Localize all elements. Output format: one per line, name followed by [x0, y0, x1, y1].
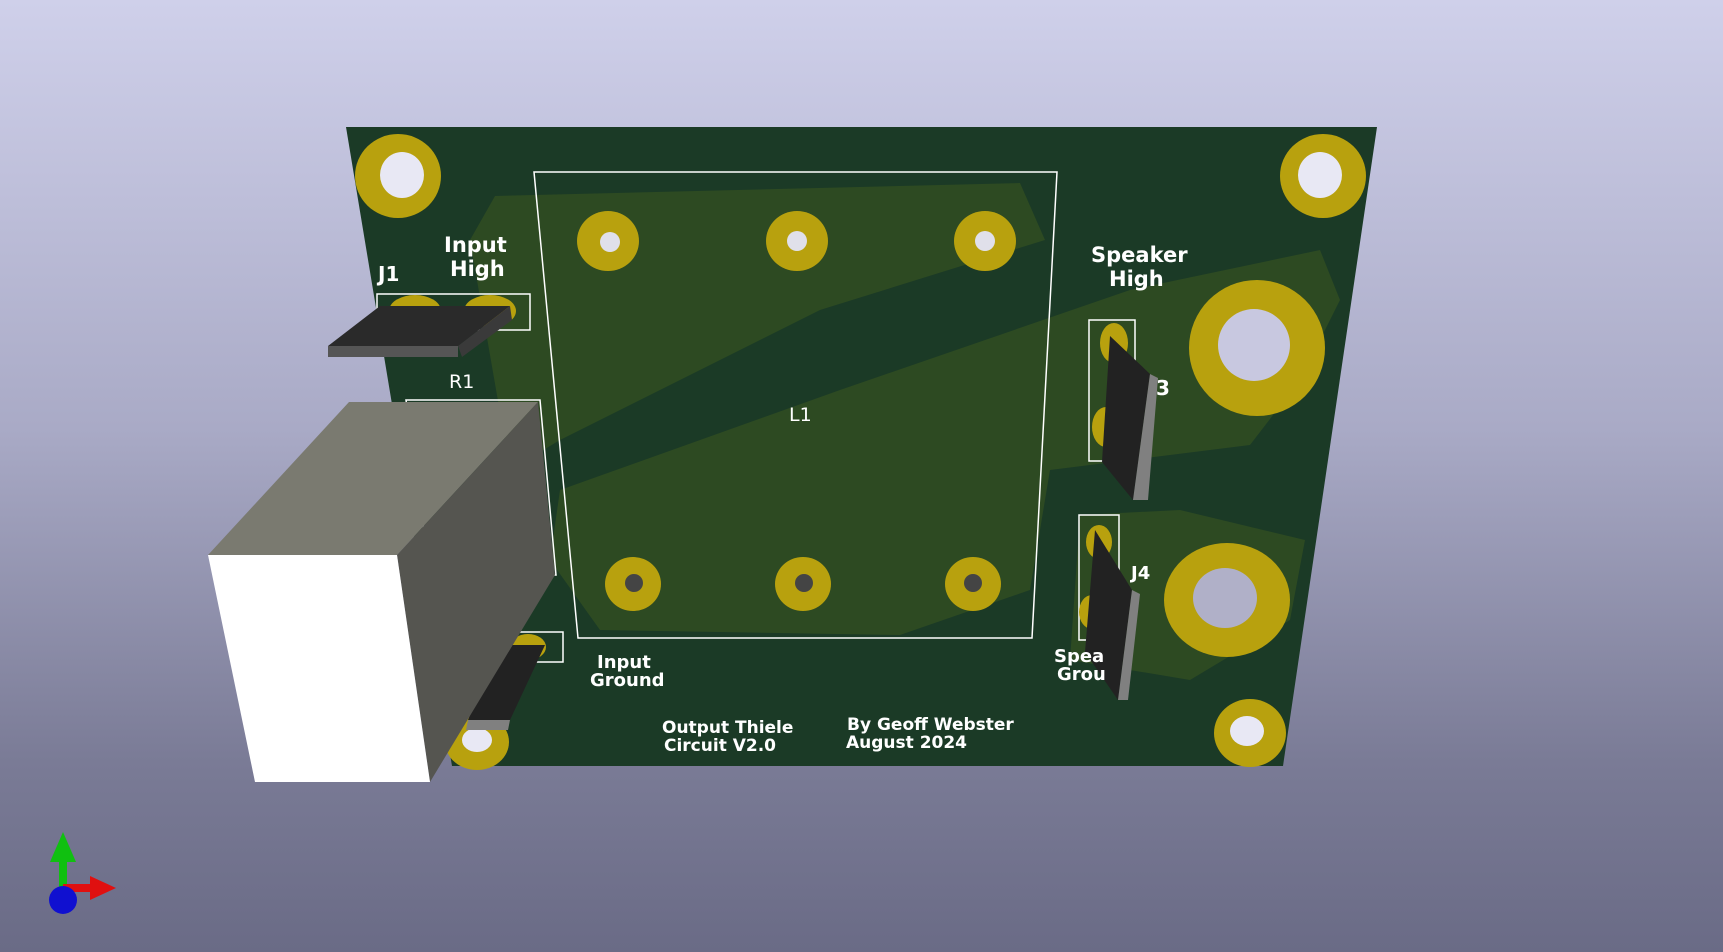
speaker-ground-label-line1: Spea	[1054, 646, 1104, 667]
l1-pad	[577, 211, 639, 271]
l1-label: L1	[789, 404, 812, 426]
input-high-label-line2: High	[450, 257, 505, 281]
copper-pour-middle	[550, 250, 1340, 635]
j4-label: J4	[1129, 563, 1150, 584]
j3-connector-side	[1133, 374, 1158, 500]
mounting-hole-top-left	[355, 134, 441, 218]
input-ground-label-line2: Ground	[590, 670, 665, 691]
r1-label: R1	[449, 371, 474, 393]
r1-resistor-top	[208, 402, 538, 555]
r1-resistor-side	[397, 402, 555, 782]
l1-pad	[954, 211, 1016, 271]
l1-pad	[775, 557, 831, 611]
board-author-line1: By Geoff Webster	[847, 715, 1014, 735]
mounting-hole-bottom-right	[1214, 699, 1286, 767]
l1-pad	[945, 557, 1001, 611]
j3-connector-body	[1102, 336, 1150, 500]
xyz-axes-icon	[49, 832, 116, 914]
speaker-high-terminal-pad	[1189, 280, 1325, 416]
speaker-high-label-line1: Speaker	[1091, 243, 1188, 267]
speaker-ground-terminal-pad	[1164, 543, 1290, 657]
l1-pad	[766, 211, 828, 271]
l1-footprint-outline	[533, 171, 1058, 639]
j3-label: 3	[1156, 376, 1170, 400]
j2-connector-front	[466, 720, 510, 730]
j1-connector-body	[328, 306, 510, 346]
input-high-label-line1: Input	[444, 233, 507, 257]
input-ground-label-line1: Input	[597, 652, 651, 673]
j2-connector-body	[468, 645, 545, 720]
speaker-high-label-line2: High	[1109, 267, 1164, 291]
j4-connector-body	[1085, 530, 1132, 700]
j1-connector-body-front	[328, 346, 458, 357]
speaker-ground-label-line2: Grou	[1057, 664, 1106, 685]
board-title-line1: Output Thiele	[662, 718, 793, 738]
board-title-line2: Circuit V2.0	[664, 736, 776, 756]
j1-connector-body-side	[458, 306, 512, 357]
mounting-hole-top-right	[1280, 134, 1366, 218]
r1-resistor-front	[208, 555, 430, 782]
j4-connector-side	[1118, 590, 1140, 700]
j1-label: J1	[376, 262, 399, 286]
board-date-line2: August 2024	[846, 733, 967, 753]
l1-pad	[605, 557, 661, 611]
